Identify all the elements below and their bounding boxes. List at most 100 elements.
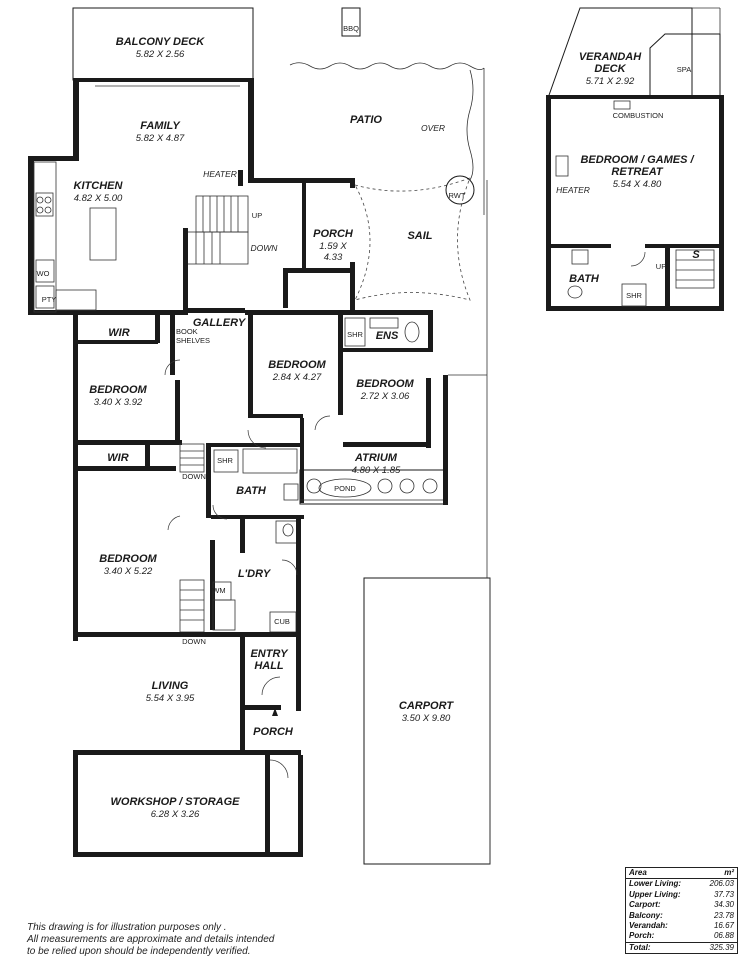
bedroom3-label: BEDROOM [356,378,414,390]
retreat-east-wall [719,95,724,311]
wir-top-label: WIR [108,327,129,339]
balcony-deck-label: BALCONY DECK [116,36,205,48]
upper-shr-label: SHR [626,291,642,300]
porch-upper-label: PORCH [313,228,354,240]
upper-up-label: UP [656,262,666,271]
family-north-wall [73,78,254,82]
patio-label: PATIO [350,114,382,126]
disclaimer-line-2: All measurements are approximate and det… [27,934,275,945]
bbq-box [341,7,361,37]
workshop-dims: 6.28 X 3.26 [151,809,200,820]
combustion-label: COMBUSTION [613,111,664,120]
area-row: Upper Living: 37.73 [626,890,737,900]
area-row-value: 16.67 [713,920,734,930]
ens-shower-label: SHR [347,330,363,339]
carport-label: CARPORT [399,700,454,712]
bedrooms-north-wall [245,310,433,315]
kitchen-south-wall [28,310,188,315]
family-west-wall [73,78,79,158]
up-label: UP [252,211,262,220]
room-labels: BALCONY DECK 5.82 X 2.56 BBQ FAMILY 5.82… [37,24,466,820]
disclaimer-line-3: to be relied upon should be independentl… [27,946,251,957]
bath-shower-label: SHR [217,456,233,465]
lower-floor-walls [28,7,491,865]
spa-outline [649,33,721,99]
family-dims: 5.82 X 4.87 [136,133,185,144]
area-header-label: Area [629,868,647,877]
rainwater-tank [445,175,475,205]
kitchen-bench [33,161,57,313]
down-low-label: DOWN [182,637,206,646]
area-row: Lower Living: 206.03 [626,879,737,889]
carport-dims: 3.50 X 9.80 [402,713,451,724]
workshop-label: WORKSHOP / STORAGE [111,796,241,808]
area-row-value: 206.03 [709,879,734,889]
stairs-up [195,195,249,233]
bedroom4-dims: 3.40 X 5.22 [104,566,153,577]
rwt-label: RWT [449,191,466,200]
entry-label-1: ENTRY [250,648,289,660]
bedroom2-label: BEDROOM [268,359,326,371]
area-row-label: Upper Living: [629,889,681,899]
wo-label: WO [37,269,50,278]
wm-label: WM [212,586,225,595]
area-row: Verandah: 16.67 [626,921,737,931]
west-wall [73,315,78,641]
verandah-label-2: DECK [594,63,626,75]
bedroom1-dims: 3.40 X 3.92 [94,397,143,408]
kitchen-west-wall [28,156,34,314]
workshop-south-wall [73,852,303,857]
retreat-west-wall [546,95,551,311]
area-total-row: Total: 325.39 [626,941,737,953]
gallery-label: GALLERY [193,317,247,329]
pty-label: PTY [42,295,57,304]
balcony-deck-dims: 5.82 X 2.56 [136,49,185,60]
area-row: Carport: 34.30 [626,900,737,910]
entry-arrow-icon [272,708,278,716]
bedroom3-dims: 2.72 X 3.06 [360,391,410,402]
book-shelves-label-1: BOOK [176,327,198,336]
bedroom2-dims: 2.84 X 4.27 [272,372,322,383]
porch-upper-dims-b: 4.33 [324,252,343,263]
book-shelves-label-2: SHELVES [176,336,210,345]
area-total-label: Total: [629,942,651,952]
kitchen-label: KITCHEN [74,180,124,192]
area-row-label: Lower Living: [629,879,681,889]
upper-bath-label: BATH [569,273,600,285]
kitchen-island [89,207,117,261]
verandah-label-1: VERANDAH [579,51,642,63]
upper-floor-walls [546,7,724,311]
porch-upper-dims-a: 1.59 X [319,241,347,252]
atrium-dims: 4.80 X 1.85 [352,465,401,476]
area-row: Porch: 06.88 [626,931,737,941]
living-dims: 5.54 X 3.95 [146,693,195,704]
ens-label: ENS [376,330,399,342]
area-row-value: 37.73 [713,889,734,899]
heater-label: HEATER [203,169,237,179]
games-label-2: RETREAT [611,166,663,178]
area-header-unit: m² [724,868,734,877]
disclaimer: This drawing is for illustration purpose… [27,922,327,958]
bedroom1-label: BEDROOM [89,384,147,396]
area-total-value: 325.39 [709,942,734,952]
retreat-north-wall [546,95,724,99]
porch-lower-label: PORCH [253,726,294,738]
bath-label: BATH [236,485,267,497]
living-label: LIVING [152,680,189,692]
living-north-wall [73,632,301,637]
wir-mid-label: WIR [107,452,128,464]
patio-hedge [289,62,485,70]
bath-shower [213,449,239,473]
area-row-label: Carport: [629,900,661,910]
cub-label: CUB [274,617,290,626]
bedroom4-label: BEDROOM [99,553,157,565]
sail-label: SAIL [407,230,432,242]
bbq-label: BBQ [343,24,359,33]
upper-labels: VERANDAH DECK 5.71 X 2.92 SPA COMBUSTION… [556,51,700,300]
area-row-value: 34.30 [713,900,734,910]
upper-stairs-s-label: S [692,249,700,261]
games-label-1: BEDROOM / GAMES / [580,154,695,166]
games-dims: 5.54 X 4.80 [613,179,662,190]
spa-label: SPA [677,65,691,74]
